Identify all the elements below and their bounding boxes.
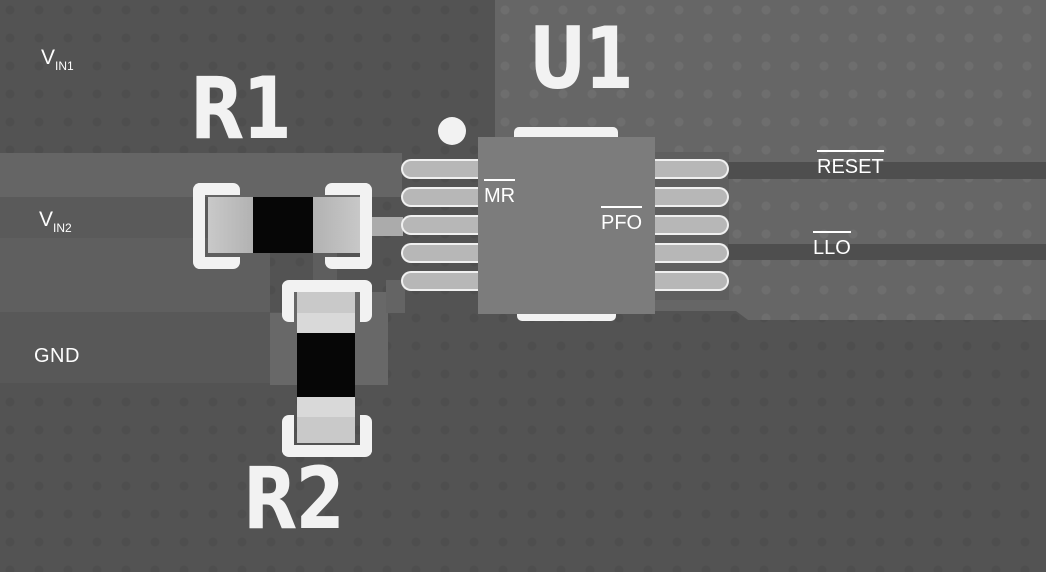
- r1-pad-left: [208, 197, 253, 253]
- ic-pin-right-3: [655, 215, 729, 235]
- trace-gnd: [0, 312, 312, 383]
- label-vin1-sub: IN1: [55, 59, 74, 73]
- ic-exposed-pad-bottom: [517, 312, 616, 321]
- r2-body: [297, 333, 355, 397]
- ic-pin-left-5: [401, 271, 479, 291]
- label-vin1: VIN1: [41, 46, 74, 73]
- label-vin2: VIN2: [39, 208, 72, 235]
- r2-silkscreen-bracket-top: [282, 280, 372, 322]
- ic-pin-right-4: [655, 243, 729, 263]
- label-reset: RESET: [817, 150, 884, 178]
- ic-exposed-pad-top: [514, 127, 618, 139]
- label-gnd: GND: [34, 345, 80, 367]
- trace-r1-to-pin3: [370, 217, 403, 236]
- refdes-u1: U1: [529, 9, 634, 109]
- r1-body: [253, 197, 313, 253]
- ic-body-u1: [478, 137, 655, 314]
- r1-silkscreen-bracket-left: [193, 183, 240, 269]
- ic-pin-left-1: [401, 159, 479, 179]
- refdes-r1: R1: [190, 59, 292, 159]
- label-llo: LLO: [813, 231, 851, 259]
- ic-pin-right-1: [655, 159, 729, 179]
- label-mr: MR: [484, 179, 516, 207]
- r2-pad-top-outer: [297, 292, 355, 313]
- pin1-marker-dot: [438, 117, 466, 145]
- label-vin2-base: V: [39, 208, 54, 231]
- ic-pin-left-4: [401, 243, 479, 263]
- r1-silkscreen-bracket-right: [325, 183, 372, 269]
- r2-pad-bottom-outer: [297, 417, 355, 443]
- trace-llo: [728, 244, 1046, 260]
- ic-pin-left-2: [401, 187, 479, 207]
- trace-reset: [728, 162, 1046, 179]
- ic-pin-left-3: [401, 215, 479, 235]
- pour-pin5-tab: [386, 280, 405, 313]
- ic-pin-right-5: [655, 271, 729, 291]
- refdes-r2: R2: [243, 449, 345, 549]
- r2-silkscreen-bracket-bottom: [282, 415, 372, 457]
- ic-pin-right-2: [655, 187, 729, 207]
- r2-pad-bottom-inner: [297, 397, 355, 417]
- label-pfo: PFO: [601, 206, 643, 234]
- r1-pad-right: [313, 197, 362, 253]
- label-vin2-sub: IN2: [53, 221, 72, 235]
- r2-pad-top-inner: [297, 313, 355, 333]
- label-vin1-base: V: [41, 46, 56, 69]
